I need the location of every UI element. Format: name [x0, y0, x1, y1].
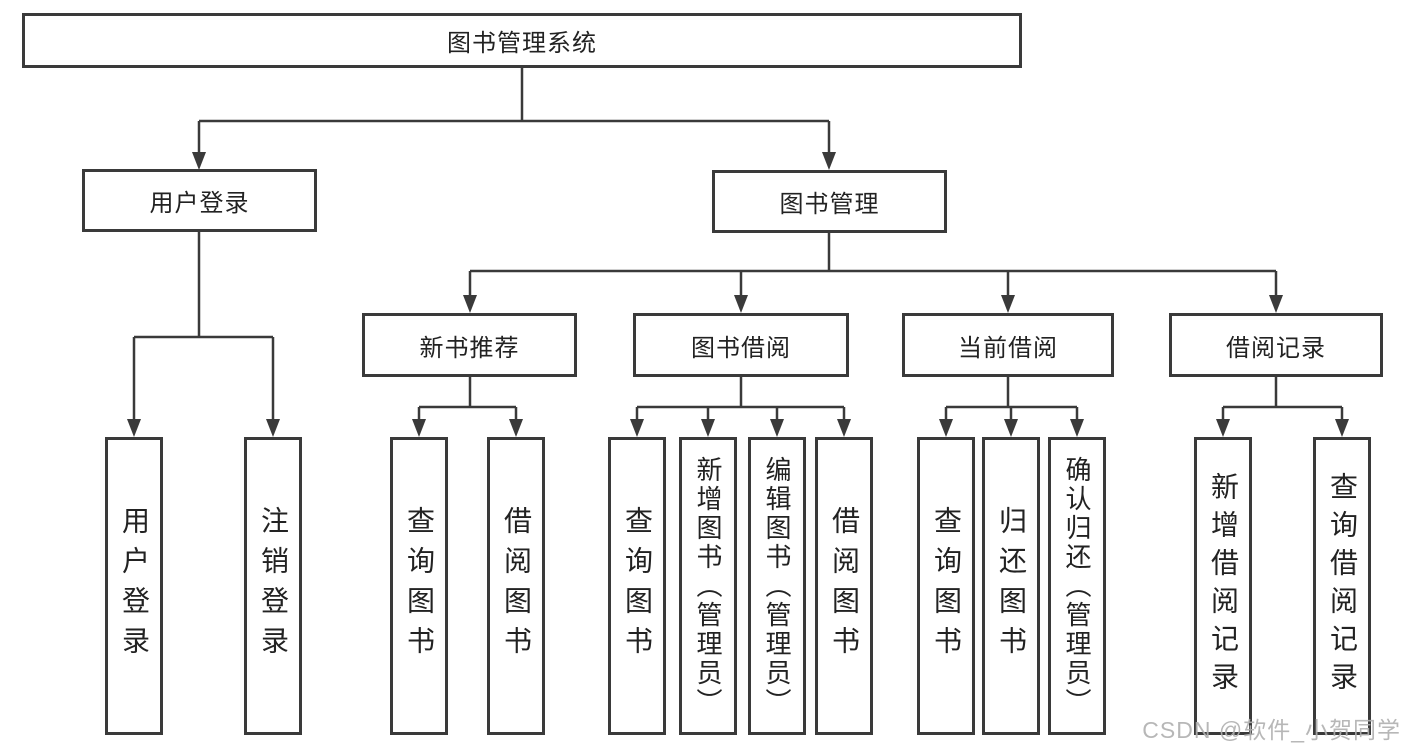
node-book-borrowing: 图书借阅	[633, 313, 849, 377]
node-current-borrowing: 当前借阅	[902, 313, 1114, 377]
leaf-confirm-return-admin: 确认归还（管理员）	[1048, 437, 1106, 735]
node-user-login: 用户登录	[82, 169, 317, 232]
node-label: 借阅图书	[829, 506, 860, 666]
node-label: 注销登录	[258, 506, 289, 666]
node-book-management: 图书管理	[712, 170, 947, 233]
node-label: 新增借阅记录	[1208, 472, 1239, 700]
node-label: 用户登录	[149, 190, 250, 217]
leaf-borrow-books: 借阅图书	[815, 437, 873, 735]
node-label: 当前借阅	[958, 334, 1058, 362]
node-label: 借阅记录	[1226, 334, 1326, 362]
leaf-borrow-books-recommend: 借阅图书	[487, 437, 545, 735]
node-label: 查询图书	[622, 506, 653, 666]
node-label: 用户登录	[119, 506, 150, 666]
node-label: 归还图书	[996, 506, 1027, 666]
leaf-user-login: 用户登录	[105, 437, 163, 735]
node-label: 图书管理	[779, 191, 880, 218]
node-label: 新书推荐	[419, 334, 520, 362]
node-label: 查询图书	[404, 506, 435, 666]
node-label: 借阅图书	[501, 506, 532, 666]
leaf-add-books-admin: 新增图书（管理员）	[679, 437, 737, 735]
node-borrowing-records: 借阅记录	[1169, 313, 1383, 377]
leaf-return-books: 归还图书	[982, 437, 1040, 735]
node-label: 确认归还（管理员）	[1062, 455, 1092, 717]
leaf-query-books-borrow: 查询图书	[608, 437, 666, 735]
leaf-query-borrow-record: 查询借阅记录	[1313, 437, 1371, 735]
leaf-query-books-current: 查询图书	[917, 437, 975, 735]
arrowheads	[127, 152, 1349, 437]
node-label: 编辑图书（管理员）	[762, 455, 792, 717]
node-label: 图书借阅	[691, 334, 791, 362]
node-root: 图书管理系统	[22, 13, 1022, 68]
node-label: 新增图书（管理员）	[693, 455, 723, 717]
leaf-edit-books-admin: 编辑图书（管理员）	[748, 437, 806, 735]
leaf-logout: 注销登录	[244, 437, 302, 735]
node-label: 查询借阅记录	[1327, 472, 1358, 700]
node-label: 图书管理系统	[447, 30, 597, 57]
leaf-add-borrow-record: 新增借阅记录	[1194, 437, 1252, 735]
node-label: 查询图书	[931, 506, 962, 666]
node-new-book-recommendation: 新书推荐	[362, 313, 577, 377]
watermark: CSDN @软件_小贺同学	[1142, 717, 1401, 743]
leaf-query-books-recommend: 查询图书	[390, 437, 448, 735]
